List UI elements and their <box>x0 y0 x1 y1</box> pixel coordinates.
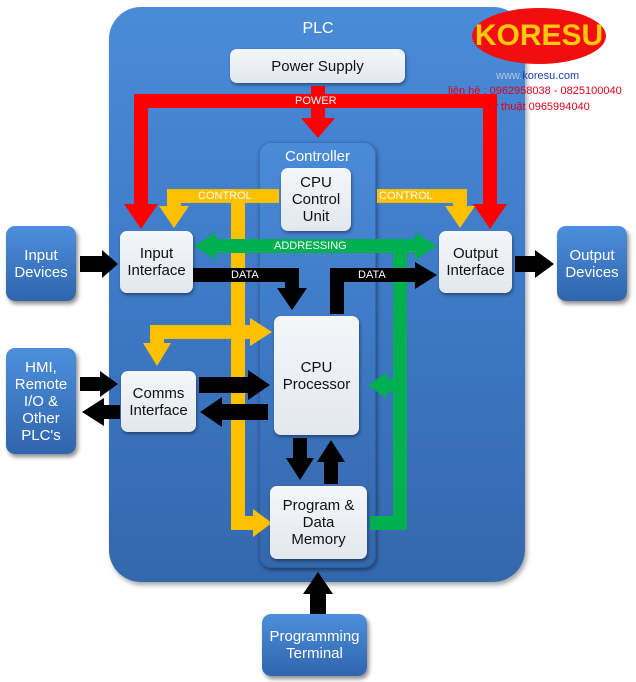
data-arrow-output-head <box>415 262 437 289</box>
data-arrow-cpu-up-head <box>317 440 345 462</box>
control-bar-comms <box>150 325 250 339</box>
power-label: POWER <box>295 95 337 107</box>
data-drop-cpu <box>285 268 299 290</box>
data-bar-input <box>193 268 299 282</box>
addressing-arrow-input-head <box>194 232 216 260</box>
output-interface-block: Output Interface <box>439 231 512 293</box>
data-arrow-terminal-head <box>303 572 333 594</box>
addressing-arrow-output-head <box>415 232 437 260</box>
data-bar-cpu-memory <box>293 438 307 460</box>
program-data-memory-block: Program & Data Memory <box>270 486 367 559</box>
cpu-control-unit-label: CPU Control Unit <box>291 174 341 225</box>
addressing-label: ADDRESSING <box>274 240 347 252</box>
watermark-tech: kỹ thuật 0965994040 <box>487 101 590 113</box>
control-drop-comms <box>150 325 164 345</box>
addressing-arrows <box>194 232 437 530</box>
plc-title: PLC <box>302 20 334 37</box>
control-arrow-comms-head <box>143 343 171 366</box>
power-line-left <box>134 94 148 206</box>
programming-terminal-label: Programming Terminal <box>269 628 360 662</box>
data-bar-output <box>330 268 418 282</box>
data-arrow-hmi-head <box>82 398 104 426</box>
power-arrow-output-head <box>473 204 507 229</box>
control-arrow-memory-head <box>253 509 272 537</box>
control-arrow-input-head <box>159 206 189 228</box>
program-data-memory-label: Program & Data Memory <box>282 497 355 548</box>
data-arrow-memory-head <box>286 458 314 480</box>
data-arrow-comms-head <box>100 371 118 397</box>
data-arrow-cpu-comms-head <box>248 370 270 400</box>
control-label-right: CONTROL <box>379 190 433 202</box>
control-bar-right <box>377 189 467 203</box>
output-interface-label: Output Interface <box>446 245 505 279</box>
input-devices-block: Input Devices <box>6 226 76 301</box>
data-arrows <box>80 250 554 616</box>
input-devices-label: Input Devices <box>14 246 68 281</box>
logo-text: KORESU <box>474 19 604 52</box>
programming-terminal-block: Programming Terminal <box>262 614 367 676</box>
addressing-bar-memory <box>370 516 407 530</box>
controller-title: Controller <box>284 148 351 165</box>
power-arrow-input-head <box>124 204 158 229</box>
data-arrow-cpu-head <box>277 288 307 310</box>
cpu-processor-block: CPU Processor <box>274 316 359 435</box>
control-label-left: CONTROL <box>198 190 252 202</box>
data-bar-input-devices <box>80 256 104 272</box>
power-supply-label: Power Supply <box>271 57 364 75</box>
hmi-remote-io-block: HMI, Remote I/O & Other PLC's <box>6 348 76 454</box>
control-drop-left <box>167 189 181 207</box>
data-label-right: DATA <box>358 269 386 281</box>
data-bar-comms-cpu <box>199 377 251 393</box>
data-bar-hmi-out <box>102 405 120 419</box>
website-prefix: www. <box>496 70 523 82</box>
power-arrows <box>124 86 507 229</box>
output-devices-label: Output Devices <box>565 246 619 281</box>
data-bar-hmi-in <box>80 377 102 391</box>
input-interface-block: Input Interface <box>120 231 193 293</box>
power-line-right <box>483 94 497 206</box>
data-bar-terminal <box>310 592 326 616</box>
watermark-website: www.koresu.com <box>496 70 579 82</box>
comms-interface-label: Comms Interface <box>129 384 188 419</box>
website: koresu.com <box>522 70 580 82</box>
data-bar-output-devices <box>515 256 537 272</box>
cpu-control-unit-block: CPU Control Unit <box>281 168 351 231</box>
cpu-processor-label: CPU Processor <box>282 358 351 393</box>
watermark-contact: liên hệ : 0962958038 - 0825100040 <box>448 85 622 97</box>
control-bar-left <box>167 189 279 203</box>
addressing-vertical <box>393 239 407 530</box>
power-supply-block: Power Supply <box>230 49 405 83</box>
control-arrow-output-head <box>445 206 475 228</box>
addressing-arrow-cpu-head <box>368 372 387 399</box>
power-arrow-controller-head <box>301 118 335 138</box>
data-label-left: DATA <box>231 269 259 281</box>
koresu-logo: KORESU <box>472 8 606 64</box>
data-bar-memory-cpu <box>324 460 338 484</box>
input-interface-label: Input Interface <box>127 245 186 279</box>
comms-interface-block: Comms Interface <box>121 371 196 432</box>
control-bar-memory <box>231 516 257 530</box>
data-arrow-comms-return-head <box>200 397 222 427</box>
hmi-remote-io-label: HMI, Remote I/O & Other PLC's <box>14 358 68 444</box>
data-bar-cpu-comms <box>220 404 268 420</box>
data-rise-cpu <box>330 268 344 314</box>
control-drop-right <box>453 189 467 207</box>
control-arrow-cpu-head <box>250 318 272 346</box>
addressing-bar <box>212 239 420 253</box>
data-arrow-input-interface-head <box>102 250 118 278</box>
power-stem-center <box>311 86 325 120</box>
data-arrow-output-devices-head <box>535 250 554 278</box>
output-devices-block: Output Devices <box>557 226 627 301</box>
